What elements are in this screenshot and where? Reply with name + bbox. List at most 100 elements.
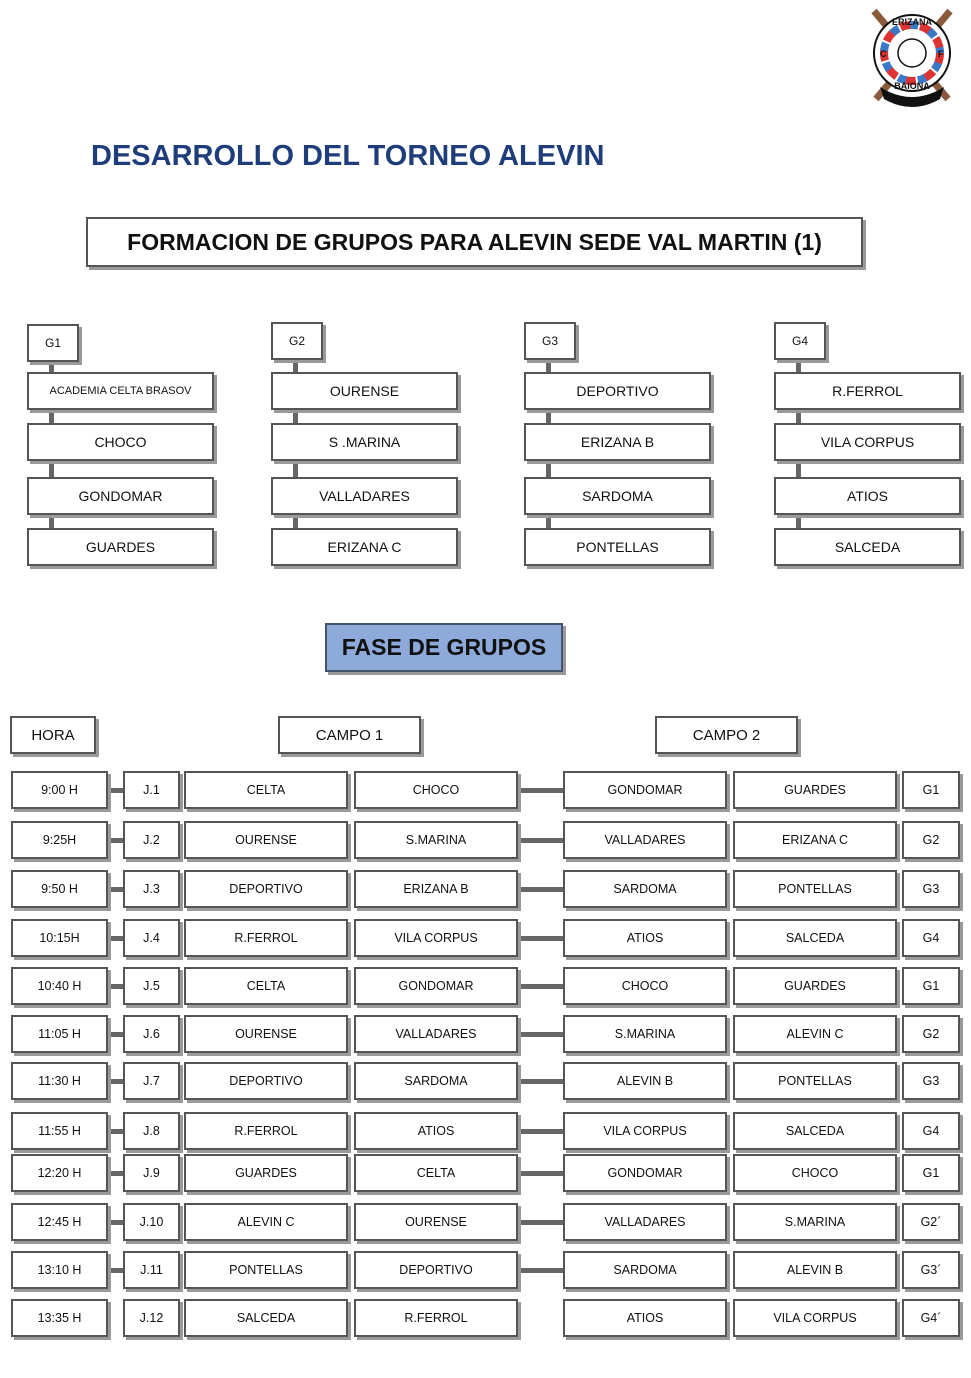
page-title: DESARROLLO DEL TORNEO ALEVIN bbox=[91, 140, 605, 172]
campo2-away: ERIZANA C bbox=[733, 821, 897, 859]
round-cell: J.8 bbox=[123, 1112, 180, 1150]
svg-text:C: C bbox=[880, 49, 887, 59]
row-connector bbox=[105, 887, 125, 892]
campo1-home: DEPORTIVO bbox=[184, 870, 348, 908]
campo1-home: ALEVIN C bbox=[184, 1203, 348, 1241]
group-team: R.FERROL bbox=[774, 372, 961, 410]
group-cell: G4´ bbox=[902, 1299, 960, 1337]
group-cell: G4 bbox=[902, 1112, 960, 1150]
group-team: PONTELLAS bbox=[524, 528, 711, 566]
group-team: ERIZANA B bbox=[524, 423, 711, 461]
campo1-home: CELTA bbox=[184, 967, 348, 1005]
group-team: SALCEDA bbox=[774, 528, 961, 566]
round-cell: J.4 bbox=[123, 919, 180, 957]
campo1-away: R.FERROL bbox=[354, 1299, 518, 1337]
group-team: ATIOS bbox=[774, 477, 961, 515]
row-connector bbox=[105, 788, 125, 793]
campo2-home: SARDOMA bbox=[563, 1251, 727, 1289]
campo1-away: VALLADARES bbox=[354, 1015, 518, 1053]
group-team: DEPORTIVO bbox=[524, 372, 711, 410]
campo2-home: SARDOMA bbox=[563, 870, 727, 908]
phase-title: FASE DE GRUPOS bbox=[325, 623, 563, 672]
campo2-away: ALEVIN C bbox=[733, 1015, 897, 1053]
svg-text:F: F bbox=[938, 49, 944, 59]
group-cell: G2 bbox=[902, 1015, 960, 1053]
campo1-away: ERIZANA B bbox=[354, 870, 518, 908]
group-team: CHOCO bbox=[27, 423, 214, 461]
campo1-home: OURENSE bbox=[184, 821, 348, 859]
row-connector bbox=[105, 1268, 125, 1273]
row-connector bbox=[105, 1220, 125, 1225]
group-cell: G2 bbox=[902, 821, 960, 859]
row-connector bbox=[105, 984, 125, 989]
campo-connector bbox=[515, 887, 565, 892]
group-team: ACADEMIA CELTA BRASOV bbox=[27, 372, 214, 410]
time-cell: 9:50 H bbox=[11, 870, 108, 908]
group-team: VILA CORPUS bbox=[774, 423, 961, 461]
group-cell: G3 bbox=[902, 1062, 960, 1100]
campo1-home: GUARDES bbox=[184, 1154, 348, 1192]
group-cell: G3´ bbox=[902, 1251, 960, 1289]
campo2-away: GUARDES bbox=[733, 771, 897, 809]
campo1-away: VILA CORPUS bbox=[354, 919, 518, 957]
campo2-home: GONDOMAR bbox=[563, 771, 727, 809]
campo2-home: ATIOS bbox=[563, 919, 727, 957]
group-cell: G1 bbox=[902, 967, 960, 1005]
campo-connector bbox=[515, 1268, 565, 1273]
row-connector bbox=[105, 838, 125, 843]
campo-connector bbox=[515, 1079, 565, 1084]
campo2-home: GONDOMAR bbox=[563, 1154, 727, 1192]
group-team: VALLADARES bbox=[271, 477, 458, 515]
time-cell: 12:45 H bbox=[11, 1203, 108, 1241]
campo2-home: CHOCO bbox=[563, 967, 727, 1005]
round-cell: J.5 bbox=[123, 967, 180, 1005]
campo-connector bbox=[515, 1032, 565, 1037]
row-connector bbox=[105, 1171, 125, 1176]
row-connector bbox=[105, 936, 125, 941]
club-logo: ERIZANA BAIONA C F bbox=[871, 8, 953, 107]
time-cell: 11:05 H bbox=[11, 1015, 108, 1053]
group-team: GONDOMAR bbox=[27, 477, 214, 515]
time-cell: 13:10 H bbox=[11, 1251, 108, 1289]
campo2-away: PONTELLAS bbox=[733, 1062, 897, 1100]
campo2-away: SALCEDA bbox=[733, 1112, 897, 1150]
campo2-away: S.MARINA bbox=[733, 1203, 897, 1241]
campo2-home: S.MARINA bbox=[563, 1015, 727, 1053]
round-cell: J.6 bbox=[123, 1015, 180, 1053]
campo1-away: CHOCO bbox=[354, 771, 518, 809]
group-cell: G4 bbox=[902, 919, 960, 957]
round-cell: J.3 bbox=[123, 870, 180, 908]
campo-connector bbox=[515, 984, 565, 989]
group-cell: G1 bbox=[902, 1154, 960, 1192]
campo-connector bbox=[515, 1171, 565, 1176]
round-cell: J.1 bbox=[123, 771, 180, 809]
campo2-away: PONTELLAS bbox=[733, 870, 897, 908]
campo1-away: DEPORTIVO bbox=[354, 1251, 518, 1289]
time-cell: 10:40 H bbox=[11, 967, 108, 1005]
group-team: OURENSE bbox=[271, 372, 458, 410]
group-label: G1 bbox=[27, 324, 79, 362]
round-cell: J.7 bbox=[123, 1062, 180, 1100]
row-connector bbox=[105, 1079, 125, 1084]
row-connector bbox=[105, 1129, 125, 1134]
header-campo-2: CAMPO 2 bbox=[655, 716, 798, 754]
group-cell: G1 bbox=[902, 771, 960, 809]
campo2-home: ALEVIN B bbox=[563, 1062, 727, 1100]
campo2-away: CHOCO bbox=[733, 1154, 897, 1192]
group-team: S .MARINA bbox=[271, 423, 458, 461]
group-cell: G2´ bbox=[902, 1203, 960, 1241]
campo1-away: ATIOS bbox=[354, 1112, 518, 1150]
campo-connector bbox=[515, 838, 565, 843]
time-cell: 11:55 H bbox=[11, 1112, 108, 1150]
time-cell: 12:20 H bbox=[11, 1154, 108, 1192]
campo2-away: ALEVIN B bbox=[733, 1251, 897, 1289]
campo1-away: GONDOMAR bbox=[354, 967, 518, 1005]
campo-connector bbox=[515, 788, 565, 793]
campo1-away: SARDOMA bbox=[354, 1062, 518, 1100]
campo1-away: OURENSE bbox=[354, 1203, 518, 1241]
group-label: G3 bbox=[524, 322, 576, 360]
svg-text:BAIONA: BAIONA bbox=[894, 81, 930, 91]
round-cell: J.2 bbox=[123, 821, 180, 859]
time-cell: 11:30 H bbox=[11, 1062, 108, 1100]
